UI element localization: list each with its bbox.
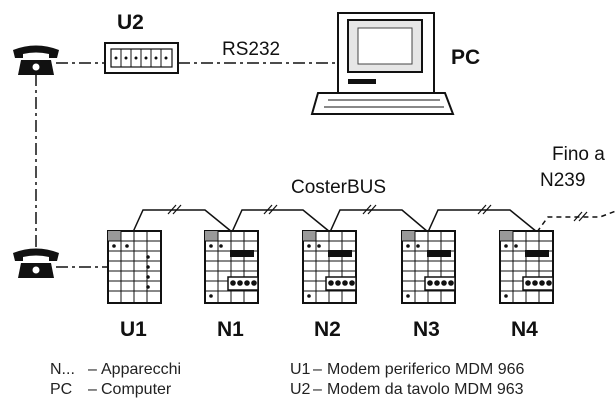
- rs232-label: RS232: [222, 39, 281, 60]
- device-label-n1: N1: [217, 318, 244, 341]
- device-label-n3: N3: [413, 318, 440, 341]
- u1-device-icon: [107, 230, 162, 304]
- legend-u2-dash: –: [313, 381, 322, 398]
- n1-device-icon: [204, 230, 259, 304]
- u2-label: U2: [117, 11, 144, 34]
- telephone-icon: [13, 248, 59, 278]
- n239-label: N239: [540, 170, 586, 191]
- device-label-n4: N4: [511, 318, 538, 341]
- legend-pc-code: PC: [50, 381, 73, 398]
- pc-computer-icon: [310, 12, 455, 115]
- u2-modem-icon: [104, 42, 179, 74]
- legend-u2-code: U2: [290, 381, 311, 398]
- telephone-icon: [13, 45, 59, 75]
- pc-label: PC: [451, 46, 481, 69]
- device-label-u1: U1: [120, 318, 147, 341]
- n4-device-icon: [499, 230, 554, 304]
- legend-pc-dash: –: [88, 381, 97, 398]
- n2-device-icon: [302, 230, 357, 304]
- costerbus-label: CosterBUS: [291, 177, 387, 198]
- legend-u1-dash: –: [313, 361, 322, 378]
- costerbus-line: [132, 209, 538, 234]
- legend-u1-code: U1: [290, 361, 311, 378]
- fino-a-label: Fino a: [552, 144, 605, 165]
- legend-u1-desc: Modem periferico MDM 966: [327, 361, 525, 378]
- device-label-n2: N2: [314, 318, 341, 341]
- costerbus-extension: [536, 210, 616, 233]
- legend-u2-desc: Modem da tavolo MDM 963: [327, 381, 524, 398]
- legend-n-code: N...: [50, 361, 75, 378]
- legend-n-desc-dash: –: [88, 361, 97, 378]
- legend-n-desc: Apparecchi: [101, 361, 182, 378]
- n3-device-icon: [401, 230, 456, 304]
- legend-pc-desc: Computer: [101, 381, 172, 398]
